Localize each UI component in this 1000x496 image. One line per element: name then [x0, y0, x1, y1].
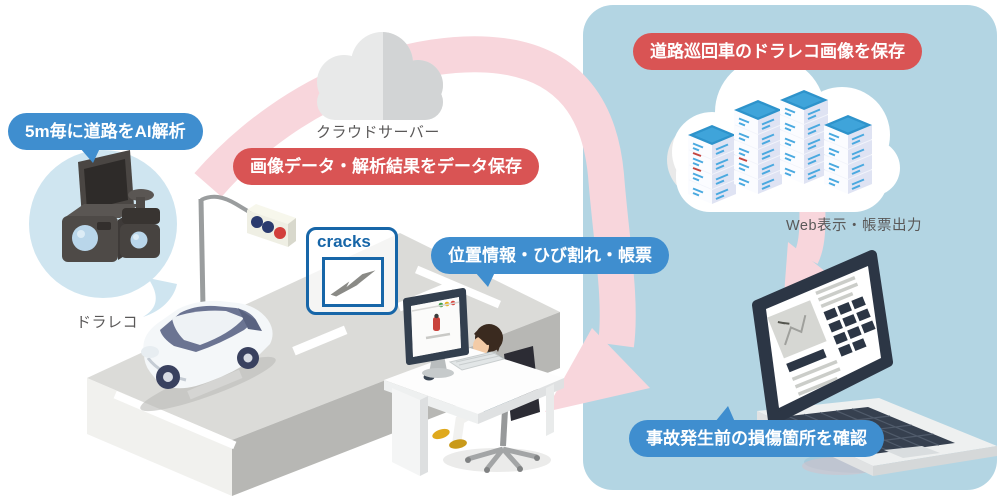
ai-analysis-label: 5m毎に道路をAI解析 [25, 122, 186, 141]
crack-icon [322, 257, 384, 307]
cloud-icon [317, 32, 443, 120]
cloud-caption: クラウドサーバー [316, 124, 440, 141]
report-screen [767, 276, 876, 404]
check-damage-label: 事故発生前の損傷箇所を確認 [646, 429, 867, 448]
server-cloud-icon [667, 57, 900, 212]
cracks-label: cracks [317, 232, 371, 251]
crack-glyph [330, 270, 376, 297]
save-patrol-pill: 道路巡回車のドラレコ画像を保存 [633, 33, 922, 70]
monitor-icon [403, 288, 469, 378]
cracks-box: cracks [306, 227, 398, 315]
speech-tail-down [80, 148, 100, 163]
save-analysis-pill: 画像データ・解析結果をデータ保存 [233, 148, 539, 185]
dashcam-icon [62, 150, 160, 262]
ai-analysis-bubble: 5m毎に道路をAI解析 [8, 113, 203, 163]
dashcam-caption: ドラレコ [76, 314, 139, 331]
location-label: 位置情報・ひび割れ・帳票 [448, 246, 652, 265]
check-damage-bubble: 事故発生前の損傷箇所を確認 [629, 406, 884, 457]
car-icon [140, 300, 276, 412]
speech-tail-up [715, 406, 735, 422]
web-output-caption: Web表示・帳票出力 [786, 218, 923, 234]
speech-tail-down [475, 272, 495, 287]
desk-illustration [384, 348, 564, 476]
server-rack-icon [687, 89, 873, 205]
location-bubble: 位置情報・ひび割れ・帳票 [431, 237, 669, 287]
